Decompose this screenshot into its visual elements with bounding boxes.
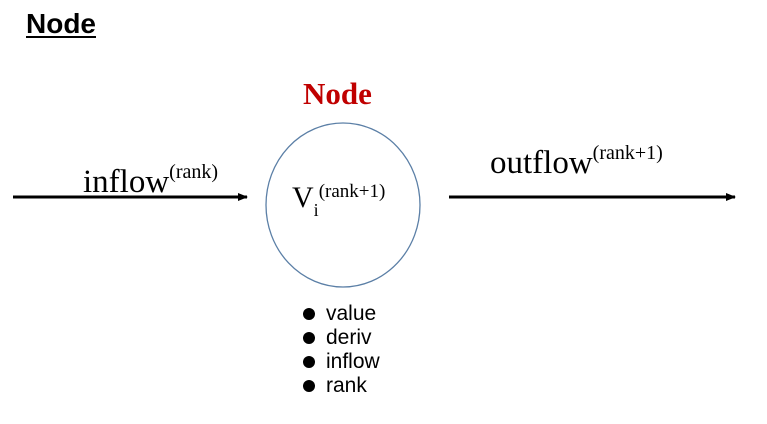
node-variable-subscript: i bbox=[313, 200, 319, 220]
list-item: inflow bbox=[300, 350, 380, 374]
bullet-icon bbox=[303, 380, 315, 392]
node-label: Node bbox=[303, 76, 372, 111]
list-item: rank bbox=[300, 374, 380, 398]
property-label: value bbox=[326, 302, 377, 325]
node-properties-list: value deriv inflow rank bbox=[300, 302, 380, 398]
property-label: deriv bbox=[326, 326, 372, 349]
bullet-icon bbox=[303, 332, 315, 344]
inflow-superscript: (rank) bbox=[169, 161, 219, 183]
outflow-text: outflow bbox=[490, 145, 593, 181]
node-variable-letter: V bbox=[292, 181, 314, 214]
inflow-label: inflow(rank) bbox=[83, 162, 218, 200]
page-title: Node bbox=[26, 8, 96, 39]
node-circle bbox=[265, 122, 421, 288]
node-variable: Vi(rank+1) bbox=[292, 181, 386, 219]
node-variable-superscript: (rank+1) bbox=[318, 181, 386, 202]
property-label: rank bbox=[326, 374, 367, 397]
outflow-label: outflow(rank+1) bbox=[490, 143, 663, 181]
inflow-text: inflow bbox=[83, 164, 170, 200]
bullet-icon bbox=[303, 308, 315, 320]
property-label: inflow bbox=[326, 350, 380, 373]
list-item: deriv bbox=[300, 326, 380, 350]
bullet-icon bbox=[303, 356, 315, 368]
outflow-superscript: (rank+1) bbox=[592, 142, 663, 164]
list-item: value bbox=[300, 302, 380, 326]
